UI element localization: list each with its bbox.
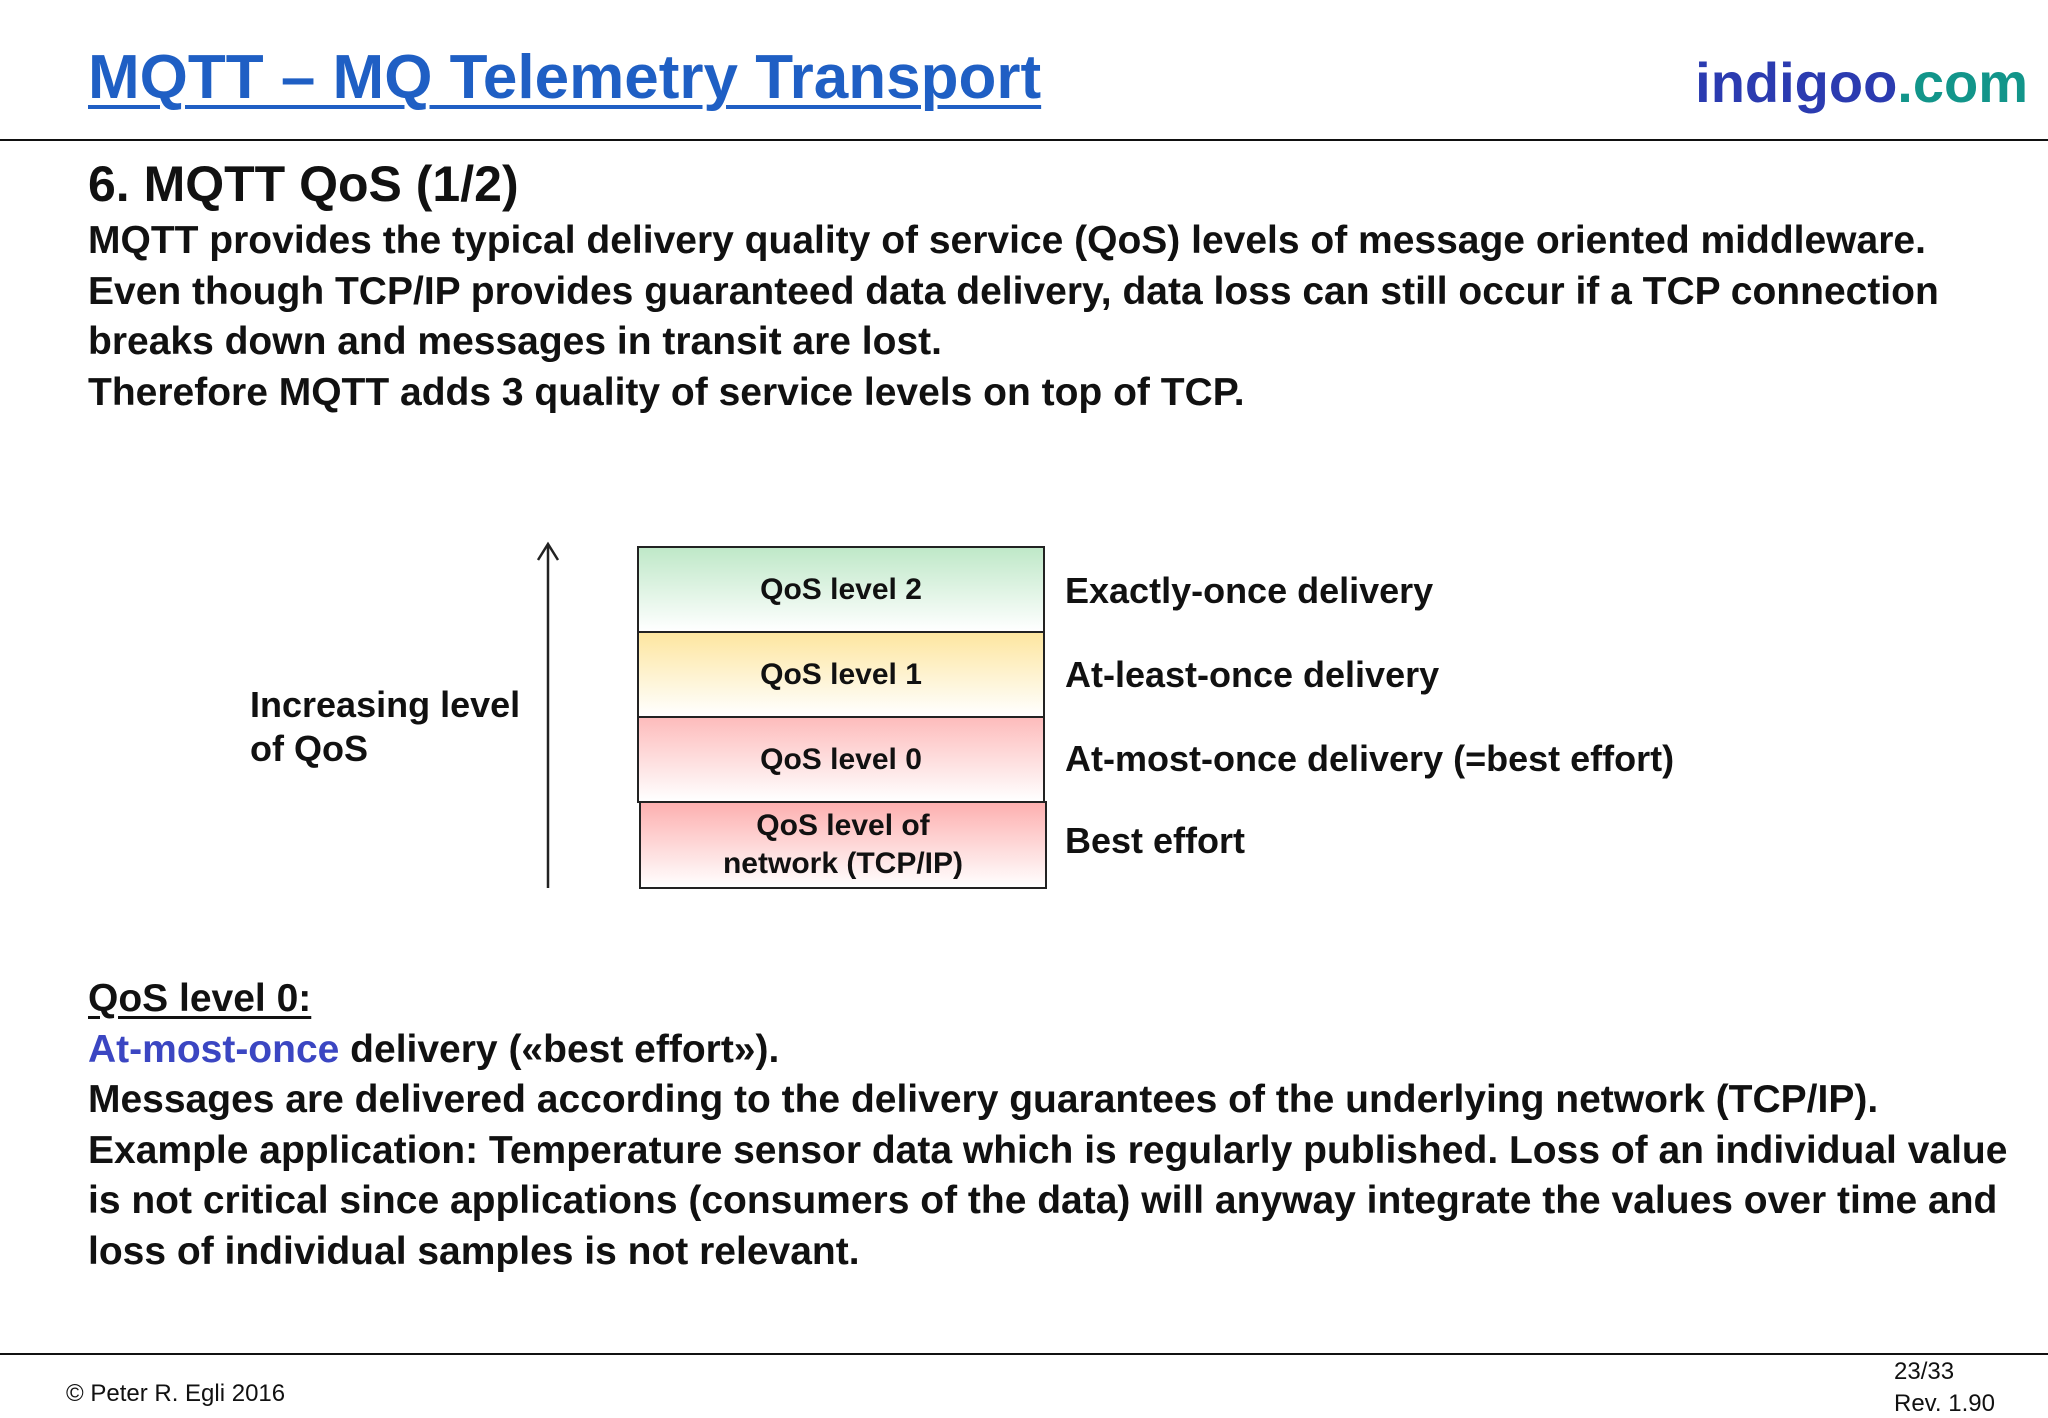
qos-level-description: Exactly-once delivery (1065, 570, 1434, 611)
section-heading: 6. MQTT QoS (1/2) (88, 156, 519, 212)
qos0-paragraph: Messages are delivered according to the … (88, 1078, 1879, 1121)
qos-level-description: At-most-once delivery (=best effort) (1065, 738, 1675, 779)
brand-name: indigoo (1695, 51, 1898, 114)
qos0-heading: QoS level 0: (88, 977, 312, 1020)
intro-paragraph: MQTT provides the typical delivery quali… (88, 219, 1926, 262)
footer-divider (0, 1353, 2048, 1355)
copyright: © Peter R. Egli 2016 (66, 1380, 286, 1407)
qos0-paragraph: Example application: Temperature sensor … (88, 1128, 2008, 1273)
qos0-delivery-text: delivery («best effort»). (339, 1027, 780, 1071)
up-arrow-icon (536, 541, 560, 888)
qos-level-0-box: QoS level 0 (637, 716, 1045, 803)
axis-label: Increasing level of QoS (250, 683, 520, 771)
qos-level-label: network (TCP/IP) (722, 847, 963, 880)
slide-title: MQTT – MQ Telemetry Transport (88, 43, 1042, 112)
axis-label-line: Increasing level (250, 684, 521, 725)
qos-level-label: QoS level 1 (760, 657, 922, 691)
qos-level-label: QoS level 0 (760, 742, 922, 776)
qos-level-description: Best effort (1065, 820, 1246, 861)
qos-level-2-box: QoS level 2 (637, 546, 1045, 633)
qos-network-box: QoS level of network (TCP/IP) (639, 801, 1047, 889)
qos-level-1-box: QoS level 1 (637, 631, 1045, 718)
axis-label-line: of QoS (250, 728, 368, 769)
brand-logo: indigoo.com (1695, 50, 2028, 115)
page-number: 23/33 (1894, 1358, 1955, 1385)
qos0-delivery: At-most-once delivery («best effort»). (88, 1025, 2008, 1076)
revision: Rev. 1.90 (1894, 1390, 1995, 1417)
header-divider (0, 139, 2048, 141)
qos0-section: QoS level 0: At-most-once delivery («bes… (88, 974, 2008, 1277)
intro-paragraph: Even though TCP/IP provides guaranteed d… (88, 269, 1939, 364)
qos-level-description: At-least-once delivery (1065, 654, 1440, 695)
intro-paragraph: Therefore MQTT adds 3 quality of service… (88, 370, 1245, 414)
intro-text: MQTT provides the typical delivery quali… (88, 216, 2008, 418)
brand-tld: .com (1897, 51, 2028, 114)
qos-level-label: QoS level 2 (760, 572, 922, 606)
qos-level-label: QoS level of (756, 809, 930, 842)
qos0-highlight: At-most-once (88, 1027, 340, 1071)
